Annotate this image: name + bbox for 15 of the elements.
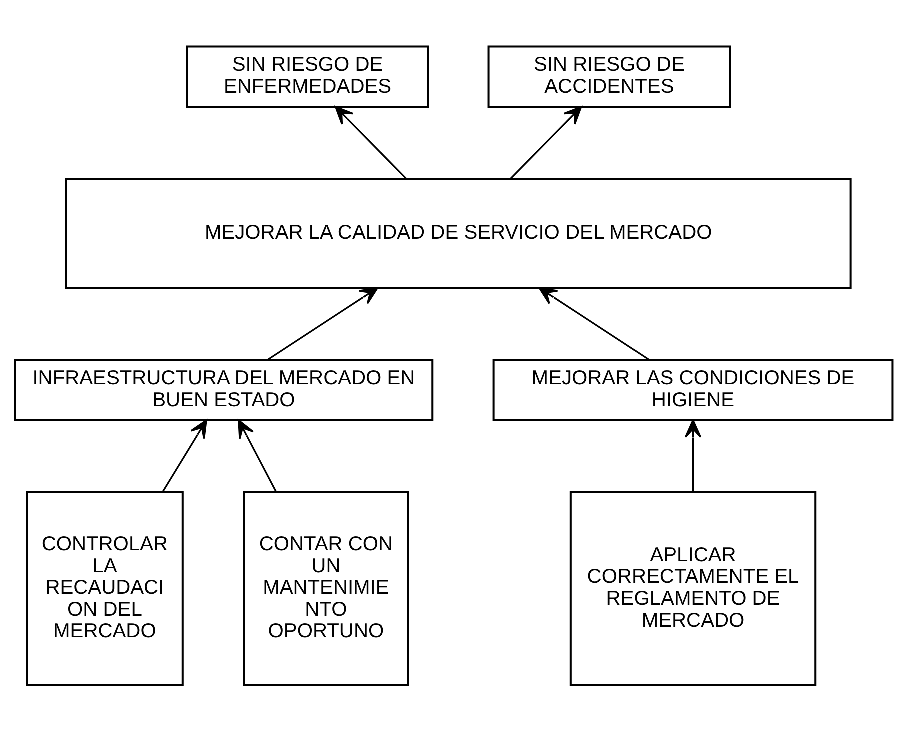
node-box: APLICAR CORRECTAMENTE EL REGLAMENTO DE MERCADO [570, 492, 817, 686]
arrow [684, 420, 702, 492]
node-box: CONTROLAR LA RECAUDACI ON DEL MERCADO [26, 492, 184, 686]
node-box: CONTAR CON UN MANTENIMIE NTO OPORTUNO [243, 492, 410, 686]
arrow [510, 106, 582, 180]
node-box: MEJORAR LA CALIDAD DE SERVICIO DEL MERCADO [65, 178, 852, 290]
arrow [268, 287, 378, 360]
node-box: SIN RIESGO DE ENFERMEDADES [186, 46, 430, 108]
node-box: INFRAESTRUCTURA DEL MERCADO EN BUEN ESTADO [14, 359, 434, 422]
arrow [538, 287, 650, 360]
arrow [238, 420, 278, 493]
node-box: SIN RIESGO DE ACCIDENTES [488, 46, 732, 108]
arrow [162, 420, 208, 493]
node-box: MEJORAR LAS CONDICIONES DE HIGIENE [492, 359, 894, 422]
arrow [335, 106, 407, 180]
